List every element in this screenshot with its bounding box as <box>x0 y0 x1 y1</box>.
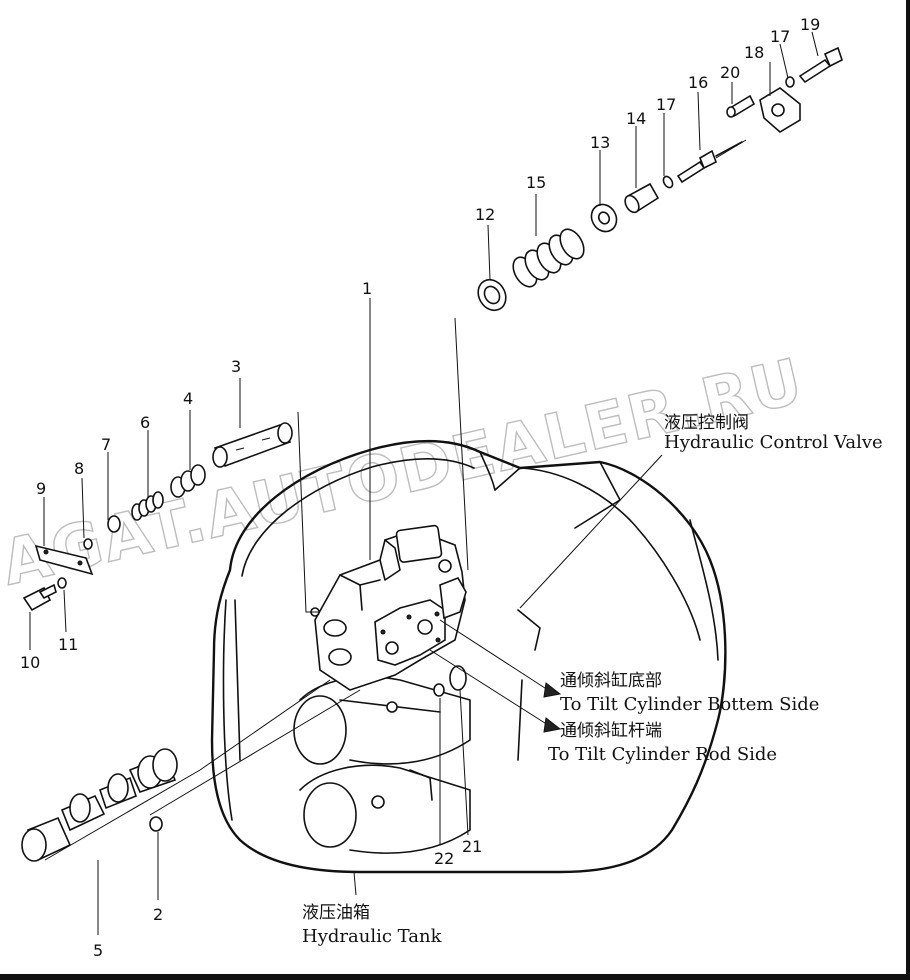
label-tank-en: Hydraulic Tank <box>302 926 443 947</box>
leader-lines <box>29 31 819 935</box>
part-number-11: 11 <box>58 635 78 654</box>
part-number-3: 3 <box>231 357 241 376</box>
spool-group-upper <box>477 46 843 312</box>
label-tilt-rod-cn: 通倾斜缸杆端 <box>560 720 662 741</box>
part-number-20: 20 <box>720 63 740 82</box>
part-number-6: 6 <box>140 413 150 432</box>
label-tilt-rod-en: To Tilt Cylinder Rod Side <box>548 744 777 765</box>
part-number-13: 13 <box>590 133 610 152</box>
part-number-7: 7 <box>101 435 111 454</box>
part-number-17-lower: 17 <box>656 95 676 114</box>
label-tilt-bottom-en: To Tilt Cylinder Bottem Side <box>560 694 819 715</box>
spool-lower-left <box>21 748 178 862</box>
label-control-valve-en: Hydraulic Control Valve <box>664 432 883 453</box>
hydraulic-tank <box>210 439 727 874</box>
callout-tilt-cylinder-bottom: 通倾斜缸底部 To Tilt Cylinder Bottem Side <box>560 670 819 715</box>
part-number-2: 2 <box>153 905 163 924</box>
part-number-15: 15 <box>526 173 546 192</box>
part-number-21: 21 <box>462 837 482 856</box>
part-number-19: 19 <box>800 15 820 34</box>
part-number-9: 9 <box>36 479 46 498</box>
part-number-10: 10 <box>20 653 40 672</box>
o-ring-21 <box>449 665 467 691</box>
tank-cylinders <box>293 676 471 854</box>
part-number-14: 14 <box>626 109 646 128</box>
label-tilt-bottom-cn: 通倾斜缸底部 <box>560 670 662 691</box>
assembly-guide-lines <box>44 139 747 861</box>
plug-22 <box>433 683 445 697</box>
label-tank-cn: 液压油箱 <box>302 903 370 923</box>
control-valve-body <box>310 524 467 691</box>
part-number-8: 8 <box>74 459 84 478</box>
spool-group-left <box>22 422 293 612</box>
part-number-12: 12 <box>475 205 495 224</box>
part-number-18: 18 <box>744 43 764 62</box>
part-number-4: 4 <box>183 389 193 408</box>
part-number-1: 1 <box>362 279 372 298</box>
part-number-17-upper: 17 <box>770 27 790 46</box>
callout-hydraulic-control-valve: 液压控制阀 Hydraulic Control Valve <box>664 413 883 453</box>
part-number-22: 22 <box>434 849 454 868</box>
callout-hydraulic-tank: 液压油箱 Hydraulic Tank <box>302 903 443 947</box>
label-control-valve-cn: 液压控制阀 <box>664 413 749 433</box>
callout-tilt-cylinder-rod: 通倾斜缸杆端 To Tilt Cylinder Rod Side <box>548 720 777 765</box>
part-number-5: 5 <box>93 941 103 960</box>
part-number-16: 16 <box>688 73 708 92</box>
part-number-labels: 1 2 3 4 5 6 7 8 9 10 11 12 13 14 15 16 1… <box>20 15 820 960</box>
